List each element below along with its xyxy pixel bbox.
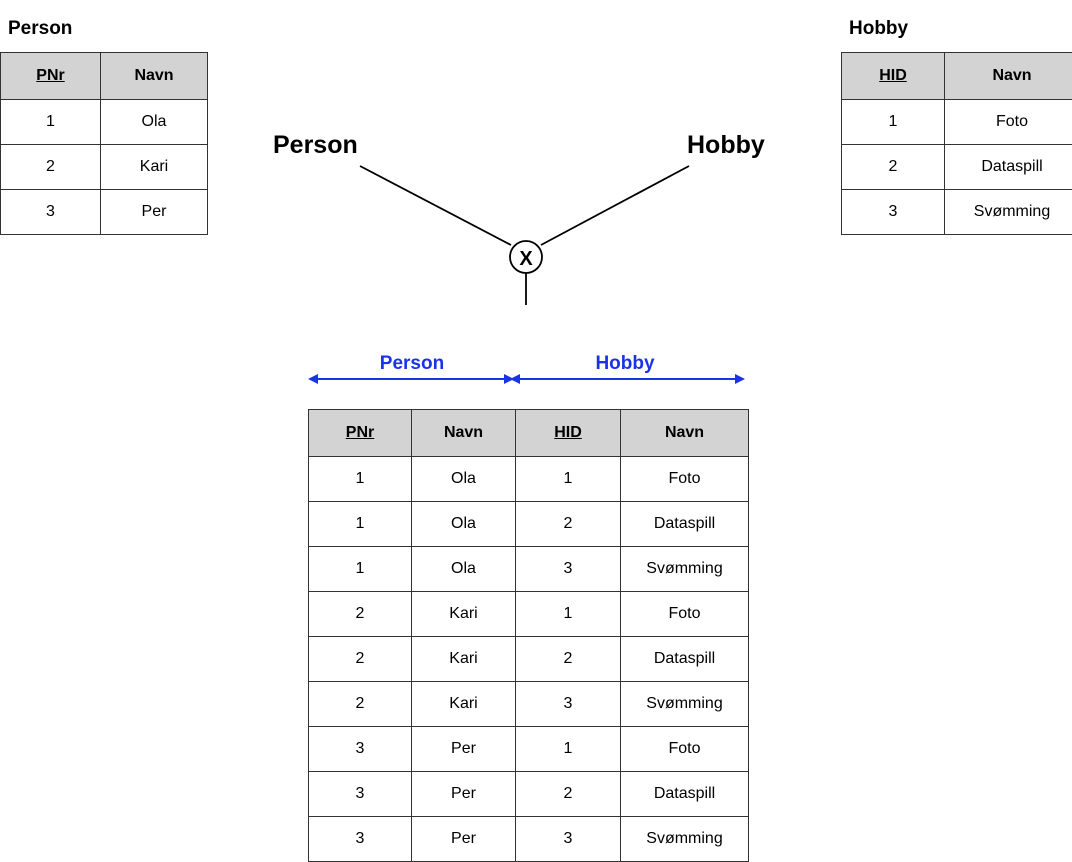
result-table-header-navn: Navn: [411, 409, 516, 457]
result-table-header-navn: Navn: [620, 409, 749, 457]
result-table-cell: Ola: [411, 456, 516, 502]
result-table-cell: Dataspill: [620, 636, 749, 682]
result-table-cell: 2: [308, 636, 412, 682]
result-table-header-label: PNr: [345, 424, 375, 441]
result-table-cell: 2: [308, 681, 412, 727]
result-table-cell: Svømming: [620, 816, 749, 862]
right-operand-edge: [540, 165, 690, 246]
result-table-cell: Ola: [411, 546, 516, 592]
left-operand-edge: [359, 165, 512, 246]
result-table-cell: 3: [308, 816, 412, 862]
result-span-right-label: Hobby: [595, 353, 655, 374]
result-table-cell: 1: [308, 456, 412, 502]
hobby-table-header-label: HID: [879, 67, 907, 84]
result-table-cell: Ola: [411, 501, 516, 547]
result-table-cell: 2: [308, 591, 412, 637]
result-table-cell: 3: [308, 771, 412, 817]
operand-left-label: Person: [273, 131, 358, 159]
result-table-header-label: Navn: [664, 424, 705, 441]
result-table-cell: 2: [515, 636, 621, 682]
hobby-table-cell: 3: [841, 189, 945, 235]
result-table-header-hid: HID: [515, 409, 621, 457]
person-table-header-label: Navn: [134, 67, 174, 84]
person-table-cell: Ola: [100, 99, 208, 145]
result-table-cell: Foto: [620, 726, 749, 772]
person-table-header-navn: Navn: [100, 52, 208, 100]
result-table-cell: 1: [515, 726, 621, 772]
result-table-cell: 3: [308, 726, 412, 772]
hobby-table-caption: Hobby: [849, 18, 909, 39]
person-table-cell: 3: [0, 189, 101, 235]
result-table-cell: 1: [515, 456, 621, 502]
result-table-cell: Per: [411, 726, 516, 772]
result-table-cell: Foto: [620, 456, 749, 502]
hobby-table-header-label: Navn: [992, 67, 1032, 84]
hobby-table-cell: Svømming: [944, 189, 1072, 235]
hobby-table-cell: 2: [841, 144, 945, 190]
result-table-cell: 1: [515, 591, 621, 637]
result-table-cell: Kari: [411, 681, 516, 727]
result-table-cell: 1: [308, 501, 412, 547]
result-table-cell: 3: [515, 546, 621, 592]
result-table-cell: Dataspill: [620, 501, 749, 547]
person-table-cell: Kari: [100, 144, 208, 190]
person-table-cell: Per: [100, 189, 208, 235]
result-table-header-label: HID: [554, 424, 582, 441]
result-table-cell: Per: [411, 771, 516, 817]
person-table-caption: Person: [8, 18, 73, 39]
result-table-cell: 3: [515, 681, 621, 727]
hobby-table-cell: Foto: [944, 99, 1072, 145]
result-table-cell: 1: [308, 546, 412, 592]
hobby-table-header-hid: HID: [841, 52, 945, 100]
result-table-cell: Foto: [620, 591, 749, 637]
hobby-table-cell: Dataspill: [944, 144, 1072, 190]
person-table-header-label: PNr: [36, 67, 65, 84]
result-table-cell: Dataspill: [620, 771, 749, 817]
cross-product-symbol: X: [519, 248, 533, 270]
result-table-cell: 2: [515, 771, 621, 817]
hobby-table-header-navn: Navn: [944, 52, 1072, 100]
operand-right-label: Hobby: [687, 131, 765, 159]
result-table-header-label: Navn: [443, 424, 484, 441]
result-table-header-pnr: PNr: [308, 409, 412, 457]
person-table-cell: 2: [0, 144, 101, 190]
hobby-table-cell: 1: [841, 99, 945, 145]
result-table-cell: Svømming: [620, 681, 749, 727]
result-span-left-label: Person: [380, 353, 444, 374]
result-table-cell: Per: [411, 816, 516, 862]
result-table-cell: Kari: [411, 591, 516, 637]
result-table-cell: Kari: [411, 636, 516, 682]
result-table-cell: 2: [515, 501, 621, 547]
result-table-cell: Svømming: [620, 546, 749, 592]
result-table-cell: 3: [515, 816, 621, 862]
